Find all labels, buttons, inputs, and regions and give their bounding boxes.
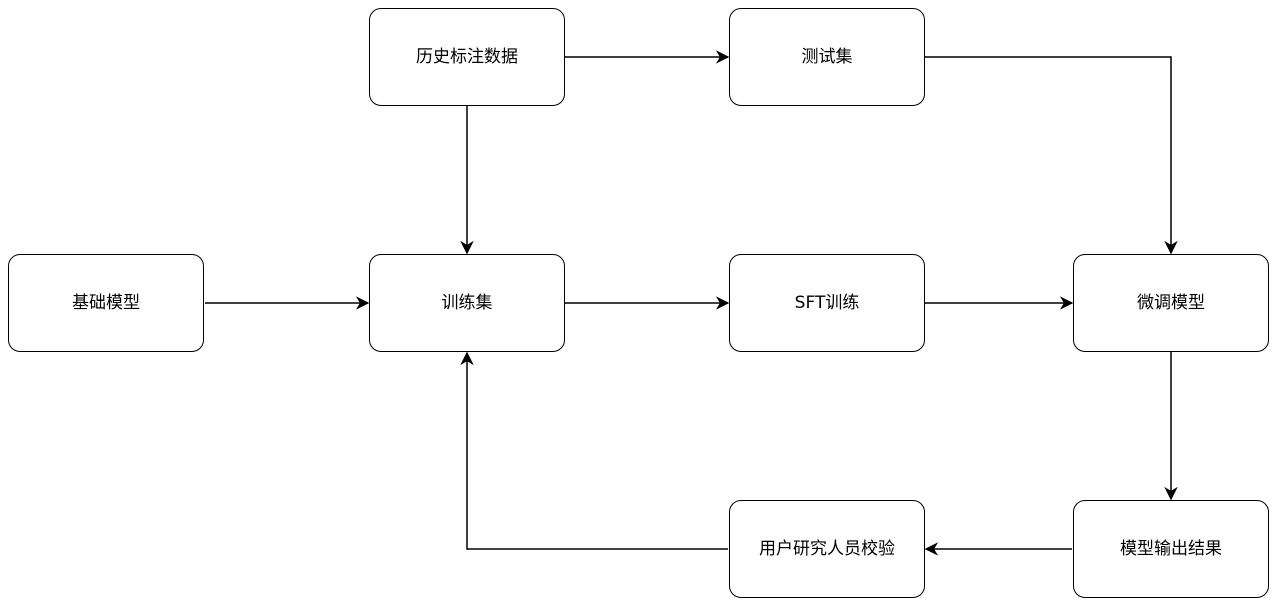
node-finetuned-model[interactable]: 微调模型 xyxy=(1073,254,1269,352)
node-user-validation-label: 用户研究人员校验 xyxy=(759,538,895,559)
edge-validation-to-train xyxy=(460,351,728,550)
node-test-set-label: 测试集 xyxy=(801,46,853,67)
node-finetuned-model-label: 微调模型 xyxy=(1137,292,1205,313)
node-model-output-label: 模型输出结果 xyxy=(1120,538,1222,559)
node-user-validation[interactable]: 用户研究人员校验 xyxy=(729,500,925,598)
edge-test-to-finetuned xyxy=(925,56,1178,255)
node-sft-training[interactable]: SFT训练 xyxy=(729,254,925,352)
node-test-set[interactable]: 测试集 xyxy=(729,8,925,106)
node-history-data[interactable]: 历史标注数据 xyxy=(369,8,565,106)
node-train-set-label: 训练集 xyxy=(441,292,493,313)
node-train-set[interactable]: 训练集 xyxy=(369,254,565,352)
node-base-model-label: 基础模型 xyxy=(72,292,140,313)
node-base-model[interactable]: 基础模型 xyxy=(8,254,204,352)
node-history-data-label: 历史标注数据 xyxy=(416,46,518,67)
node-model-output[interactable]: 模型输出结果 xyxy=(1073,500,1269,598)
node-sft-training-label: SFT训练 xyxy=(794,292,860,313)
